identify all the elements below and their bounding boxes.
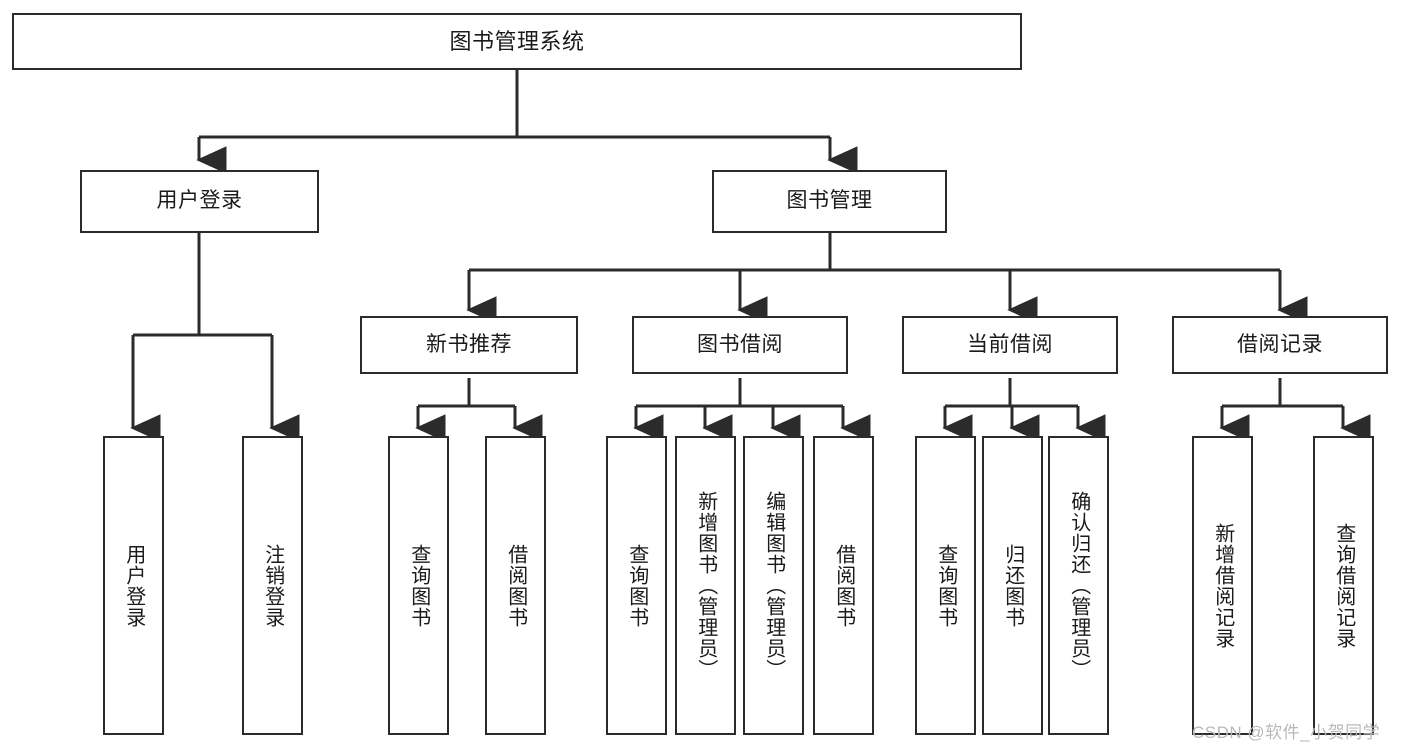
leaf-add-book-admin[interactable]: 新增图书（管理员）: [675, 436, 736, 735]
node-label: 新增图书（管理员）: [694, 491, 717, 680]
node-label: 确认归还（管理员）: [1067, 491, 1090, 680]
node-label: 图书管理系统: [449, 28, 585, 54]
leaf-borrow-book-recommend[interactable]: 借阅图书: [485, 436, 546, 735]
node-label: 图书管理: [786, 189, 873, 213]
node-label: 借阅记录: [1237, 332, 1323, 356]
leaf-query-book-current[interactable]: 查询图书: [915, 436, 976, 735]
node-label: 归还图书: [1001, 543, 1024, 628]
node-book-management-system[interactable]: 图书管理系统: [12, 13, 1022, 70]
node-borrow-record[interactable]: 借阅记录: [1172, 316, 1388, 374]
node-label: 新增借阅记录: [1211, 522, 1234, 649]
node-label: 查询借阅记录: [1332, 522, 1355, 649]
leaf-borrow-book[interactable]: 借阅图书: [813, 436, 874, 735]
leaf-query-book-recommend[interactable]: 查询图书: [388, 436, 449, 735]
leaf-return-book[interactable]: 归还图书: [982, 436, 1043, 735]
node-label: 图书借阅: [697, 332, 783, 356]
node-label: 当前借阅: [967, 332, 1053, 356]
leaf-edit-book-admin[interactable]: 编辑图书（管理员）: [743, 436, 804, 735]
node-label: 编辑图书（管理员）: [762, 491, 785, 680]
leaf-user-login[interactable]: 用户登录: [103, 436, 164, 735]
node-label: 注销登录: [261, 543, 284, 628]
leaf-query-borrow-record[interactable]: 查询借阅记录: [1313, 436, 1374, 735]
node-user-login[interactable]: 用户登录: [80, 170, 319, 233]
leaf-add-borrow-record[interactable]: 新增借阅记录: [1192, 436, 1253, 735]
leaf-logout-login[interactable]: 注销登录: [242, 436, 303, 735]
csdn-watermark: CSDN @软件_小贺同学: [1192, 723, 1381, 742]
node-label: 查询图书: [934, 543, 957, 628]
node-label: 查询图书: [407, 543, 430, 628]
node-new-book-recommend[interactable]: 新书推荐: [360, 316, 578, 374]
node-book-management[interactable]: 图书管理: [712, 170, 947, 233]
node-label: 查询图书: [625, 543, 648, 628]
node-book-borrow[interactable]: 图书借阅: [632, 316, 848, 374]
node-label: 新书推荐: [426, 332, 512, 356]
node-label: 用户登录: [122, 543, 145, 628]
leaf-confirm-return-admin[interactable]: 确认归还（管理员）: [1048, 436, 1109, 735]
node-label: 借阅图书: [504, 543, 527, 628]
leaf-query-book-borrow[interactable]: 查询图书: [606, 436, 667, 735]
node-label: 借阅图书: [832, 543, 855, 628]
node-label: 用户登录: [156, 189, 243, 213]
node-current-borrow[interactable]: 当前借阅: [902, 316, 1118, 374]
